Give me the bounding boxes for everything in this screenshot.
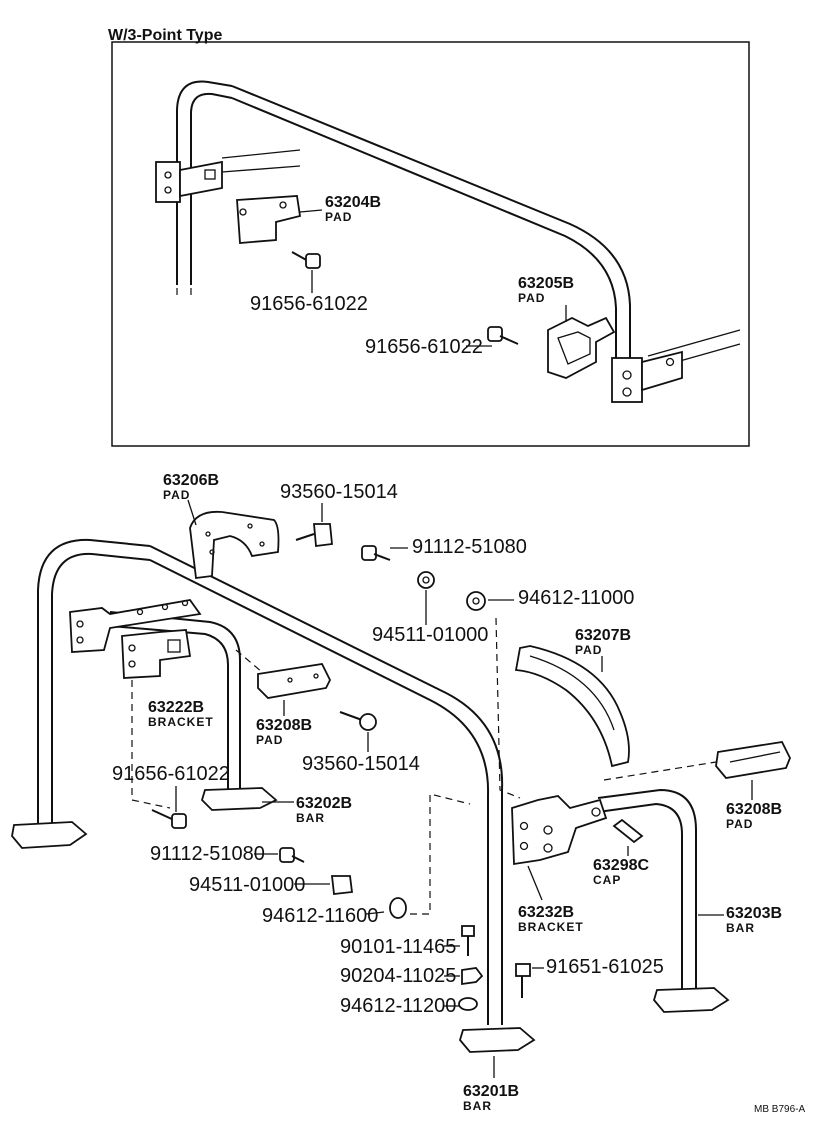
pad-63208b-b <box>715 741 791 779</box>
main-roll-bar <box>11 538 730 1053</box>
bolt-91656-b <box>151 809 187 829</box>
pad-63208b-a <box>257 663 332 699</box>
label-94612-a: 94612-11000 <box>518 587 634 609</box>
washer-94612-a <box>466 591 486 611</box>
label-63201b: 63201B <box>463 1083 519 1100</box>
inset-bracket-left <box>155 161 181 203</box>
washer-94511-b <box>330 875 354 895</box>
label-63207b: 63207B <box>575 627 631 644</box>
label-94511-a: 94511-01000 <box>372 624 488 646</box>
nut-90204 <box>461 967 484 986</box>
label-91112-a: 91112-51080 <box>412 536 527 558</box>
inset-frame <box>111 41 750 447</box>
label-63205b-name: PAD <box>518 291 545 305</box>
inset-pad-63204b <box>236 195 302 244</box>
label-63208b-a-name: PAD <box>256 733 283 747</box>
label-63202b-name: BAR <box>296 811 325 825</box>
label-63202b: 63202B <box>296 795 352 812</box>
label-91656-b: 91656-61022 <box>112 763 230 785</box>
bolt-91651 <box>515 963 531 998</box>
diagram-title: W/3-Point Type <box>108 27 222 44</box>
bracket-63232b <box>511 795 608 866</box>
inset-pad-63205b <box>547 316 616 379</box>
label-90101: 90101-11465 <box>340 936 456 958</box>
bolt-91112-a <box>361 545 391 561</box>
label-91651: 91651-61025 <box>546 956 664 978</box>
label-91656-top1: 91656-61022 <box>250 293 368 315</box>
label-63222b-name: BRACKET <box>148 715 214 729</box>
label-63203b: 63203B <box>726 905 782 922</box>
screw-93560-a <box>295 523 333 548</box>
washer-94511-a <box>417 571 435 589</box>
label-63232b: 63232B <box>518 904 574 921</box>
bracket-63222b <box>121 629 192 679</box>
label-90204: 90204-11025 <box>340 965 456 987</box>
label-63298c: 63298C <box>593 857 649 874</box>
label-63201b-name: BAR <box>463 1099 492 1113</box>
bolt-91112-b <box>279 847 305 863</box>
label-94612-b: 94612-11600 <box>262 905 378 927</box>
inset-bracket-right <box>611 357 643 403</box>
label-63205b: 63205B <box>518 275 574 292</box>
inset-bolt-1 <box>291 251 321 269</box>
pad-63206b <box>189 510 280 580</box>
cap-63298c <box>612 818 644 844</box>
label-63232b-name: BRACKET <box>518 920 584 934</box>
label-63298c-name: CAP <box>593 873 621 887</box>
pad-63207b <box>514 645 630 768</box>
screw-93560-b <box>339 711 377 731</box>
label-93560-a: 93560-15014 <box>280 481 398 503</box>
label-91112-b: 91112-51080 <box>150 843 265 865</box>
label-93560-b: 93560-15014 <box>302 753 420 775</box>
label-63206b-name: PAD <box>163 488 190 502</box>
label-63203b-name: BAR <box>726 921 755 935</box>
inset-bolt-2 <box>487 326 519 345</box>
label-94511-b: 94511-01000 <box>189 874 305 896</box>
label-63207b-name: PAD <box>575 643 602 657</box>
washer-94612-c <box>458 997 478 1011</box>
label-63208b-b: 63208B <box>726 801 782 818</box>
label-91656-top2: 91656-61022 <box>365 336 483 358</box>
label-63208b-b-name: PAD <box>726 817 753 831</box>
washer-94612-b <box>389 897 407 919</box>
label-63206b: 63206B <box>163 472 219 489</box>
label-94612-c: 94612-11200 <box>340 995 456 1017</box>
label-63204b-name: PAD <box>325 210 352 224</box>
bolt-90101 <box>461 925 475 956</box>
label-63208b-a: 63208B <box>256 717 312 734</box>
label-63222b: 63222B <box>148 699 204 716</box>
drawing-reference: MB B796-A <box>754 1104 805 1115</box>
label-63204b: 63204B <box>325 194 381 211</box>
inset-hoop <box>155 80 741 403</box>
